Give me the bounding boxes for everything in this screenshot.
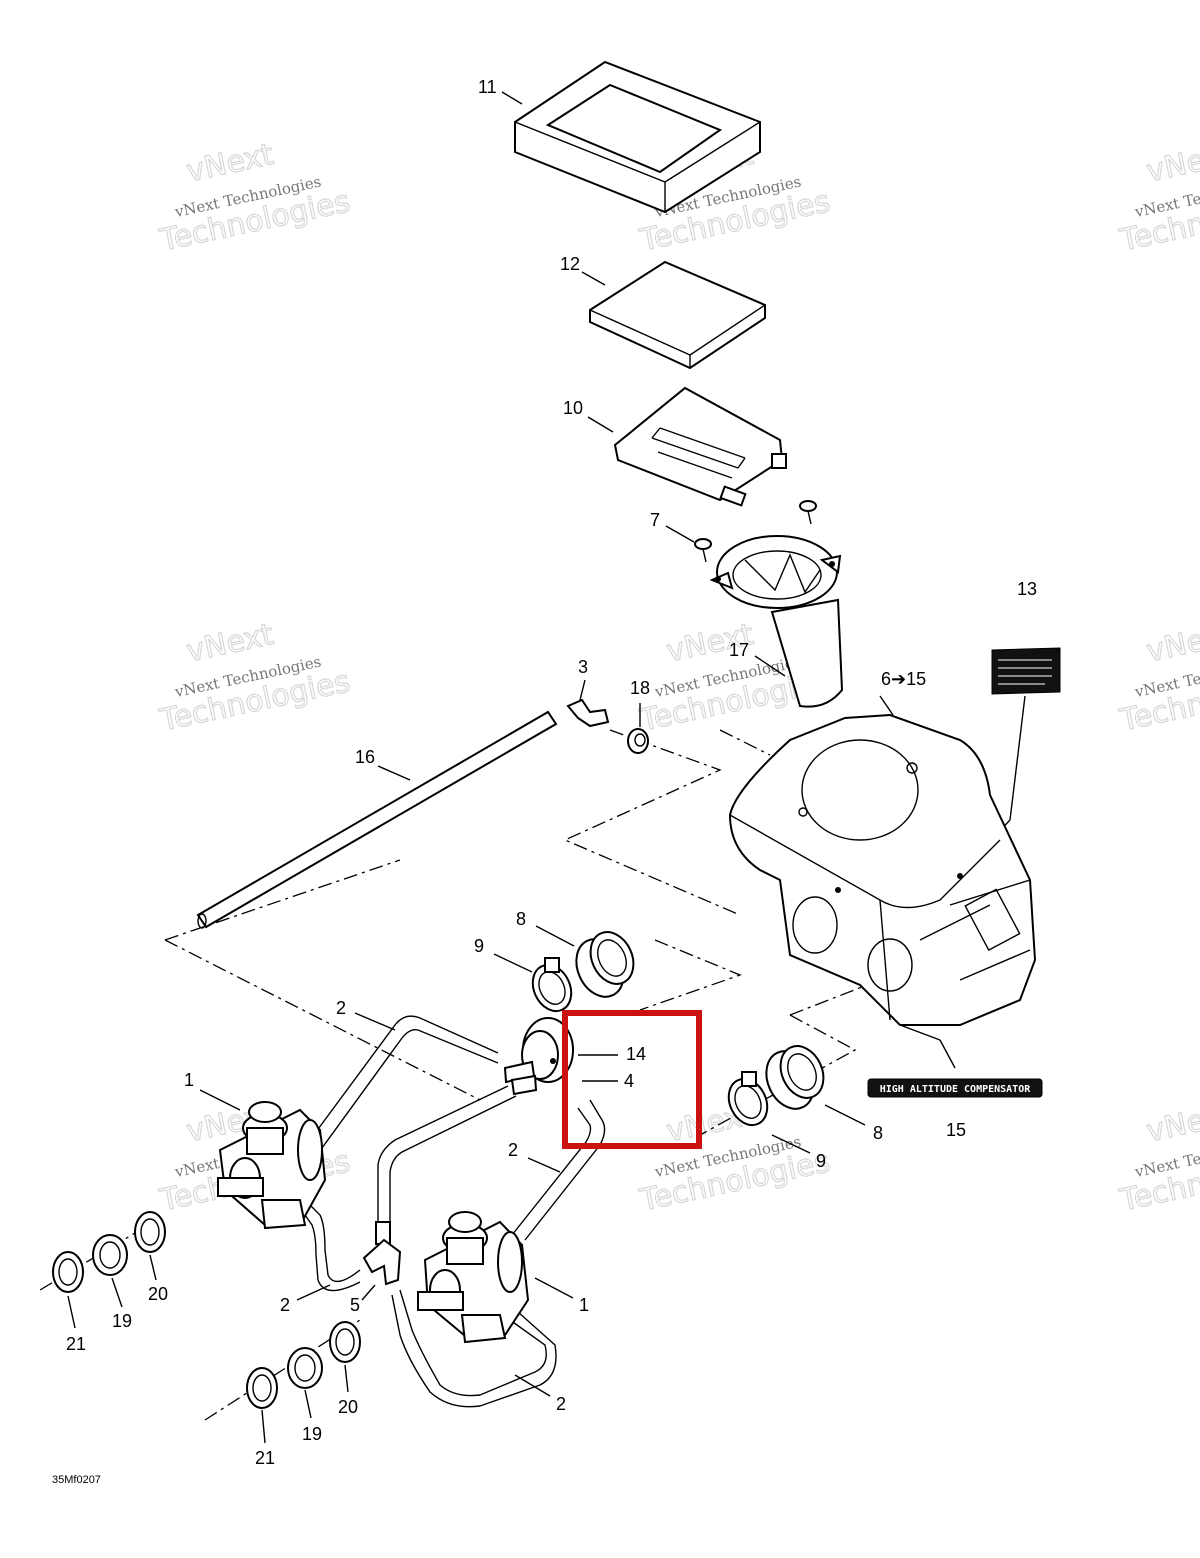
drawing-code: 35Mf0207 bbox=[52, 1474, 101, 1486]
svg-text:vNext: vNext bbox=[1144, 137, 1200, 190]
svg-text:vNext: vNext bbox=[184, 617, 277, 670]
svg-text:vNext: vNext bbox=[184, 137, 277, 190]
callout-11: 11 bbox=[478, 77, 497, 97]
callout-8: 8 bbox=[516, 909, 526, 929]
part-20-clamp-lower bbox=[329, 1321, 361, 1363]
part-8-boot-right bbox=[765, 1045, 825, 1110]
part-12-filter-pad bbox=[589, 260, 766, 370]
callout-4: 4 bbox=[624, 1071, 634, 1091]
callout-21: 21 bbox=[66, 1334, 86, 1354]
part-16-tube bbox=[196, 710, 558, 929]
callout-2: 2 bbox=[556, 1394, 566, 1414]
part-18-grommet bbox=[627, 728, 649, 754]
callout-5: 5 bbox=[350, 1295, 360, 1315]
callout-labels: 11 12 10 7 13 17 3 18 6➔15 16 8 9 2 14 4… bbox=[66, 77, 1037, 1468]
callout-13: 13 bbox=[1017, 579, 1037, 599]
watermark: vNext vNext Technologies Technologies bbox=[156, 136, 354, 259]
part-9-clamp-right bbox=[727, 1071, 769, 1127]
leader-lines bbox=[67, 91, 894, 1444]
callout-2: 2 bbox=[280, 1295, 290, 1315]
part-20-clamp-upper bbox=[134, 1211, 166, 1253]
part-17-intake-funnel bbox=[709, 535, 844, 708]
callout-9: 9 bbox=[816, 1151, 826, 1171]
part-21-clamp-upper bbox=[52, 1251, 84, 1293]
part-3-elbow-fitting bbox=[566, 679, 610, 728]
callout-16: 16 bbox=[355, 747, 375, 767]
part-14-compensator bbox=[503, 1017, 574, 1096]
callout-2: 2 bbox=[508, 1140, 518, 1160]
callout-2: 2 bbox=[336, 998, 346, 1018]
callout-14: 14 bbox=[626, 1044, 646, 1064]
svg-text:HIGH ALTITUDE COMPENSATOR: HIGH ALTITUDE COMPENSATOR bbox=[880, 1084, 1031, 1095]
part-10-grill-plate bbox=[613, 386, 787, 507]
part-11-filter-frame bbox=[514, 60, 761, 214]
callout-10: 10 bbox=[563, 398, 583, 418]
callout-15: 15 bbox=[946, 1120, 966, 1140]
callout-17: 17 bbox=[729, 640, 749, 660]
callout-21: 21 bbox=[255, 1448, 275, 1468]
part-15-compensator-decal: HIGH ALTITUDE COMPENSATOR bbox=[867, 1024, 1043, 1098]
callout-20: 20 bbox=[148, 1284, 168, 1304]
part-1-carburetor-upper bbox=[217, 1101, 327, 1230]
part-7-fasteners bbox=[694, 500, 817, 563]
callout-9: 9 bbox=[474, 936, 484, 956]
watermark: vNext vNext Technologies Technologies bbox=[1116, 136, 1200, 259]
watermark: vNext vNext Technologies Technologies bbox=[156, 616, 354, 739]
part-19-boot-lower bbox=[287, 1347, 323, 1389]
callout-8: 8 bbox=[873, 1123, 883, 1143]
part-19-boot-upper bbox=[92, 1234, 128, 1276]
callout-1: 1 bbox=[184, 1070, 194, 1090]
part-6-air-silencer-box bbox=[728, 713, 1037, 1026]
part-1-carburetor-lower bbox=[417, 1211, 530, 1344]
part-21-clamp-lower bbox=[246, 1367, 278, 1409]
svg-text:vNext: vNext bbox=[1144, 1097, 1200, 1150]
watermark: vNext vNext Technologies Technologies bbox=[1116, 1096, 1200, 1219]
part-5-t-fitting bbox=[362, 1221, 402, 1286]
callout-18: 18 bbox=[630, 678, 650, 698]
watermark: vNext vNext Technologies Technologies bbox=[1116, 616, 1200, 739]
callout-7: 7 bbox=[650, 510, 660, 530]
part-9-clamp-upper bbox=[531, 957, 573, 1013]
callout-12: 12 bbox=[560, 254, 580, 274]
callout-20: 20 bbox=[338, 1397, 358, 1417]
callout-3: 3 bbox=[578, 657, 588, 677]
callout-1: 1 bbox=[579, 1295, 589, 1315]
callout-19: 19 bbox=[112, 1311, 132, 1331]
part-8-boot-upper bbox=[575, 931, 635, 998]
callout-19: 19 bbox=[302, 1424, 322, 1444]
callout-6-15: 6➔15 bbox=[881, 669, 926, 689]
svg-text:vNext: vNext bbox=[1144, 617, 1200, 670]
highlight-box bbox=[562, 1010, 702, 1149]
